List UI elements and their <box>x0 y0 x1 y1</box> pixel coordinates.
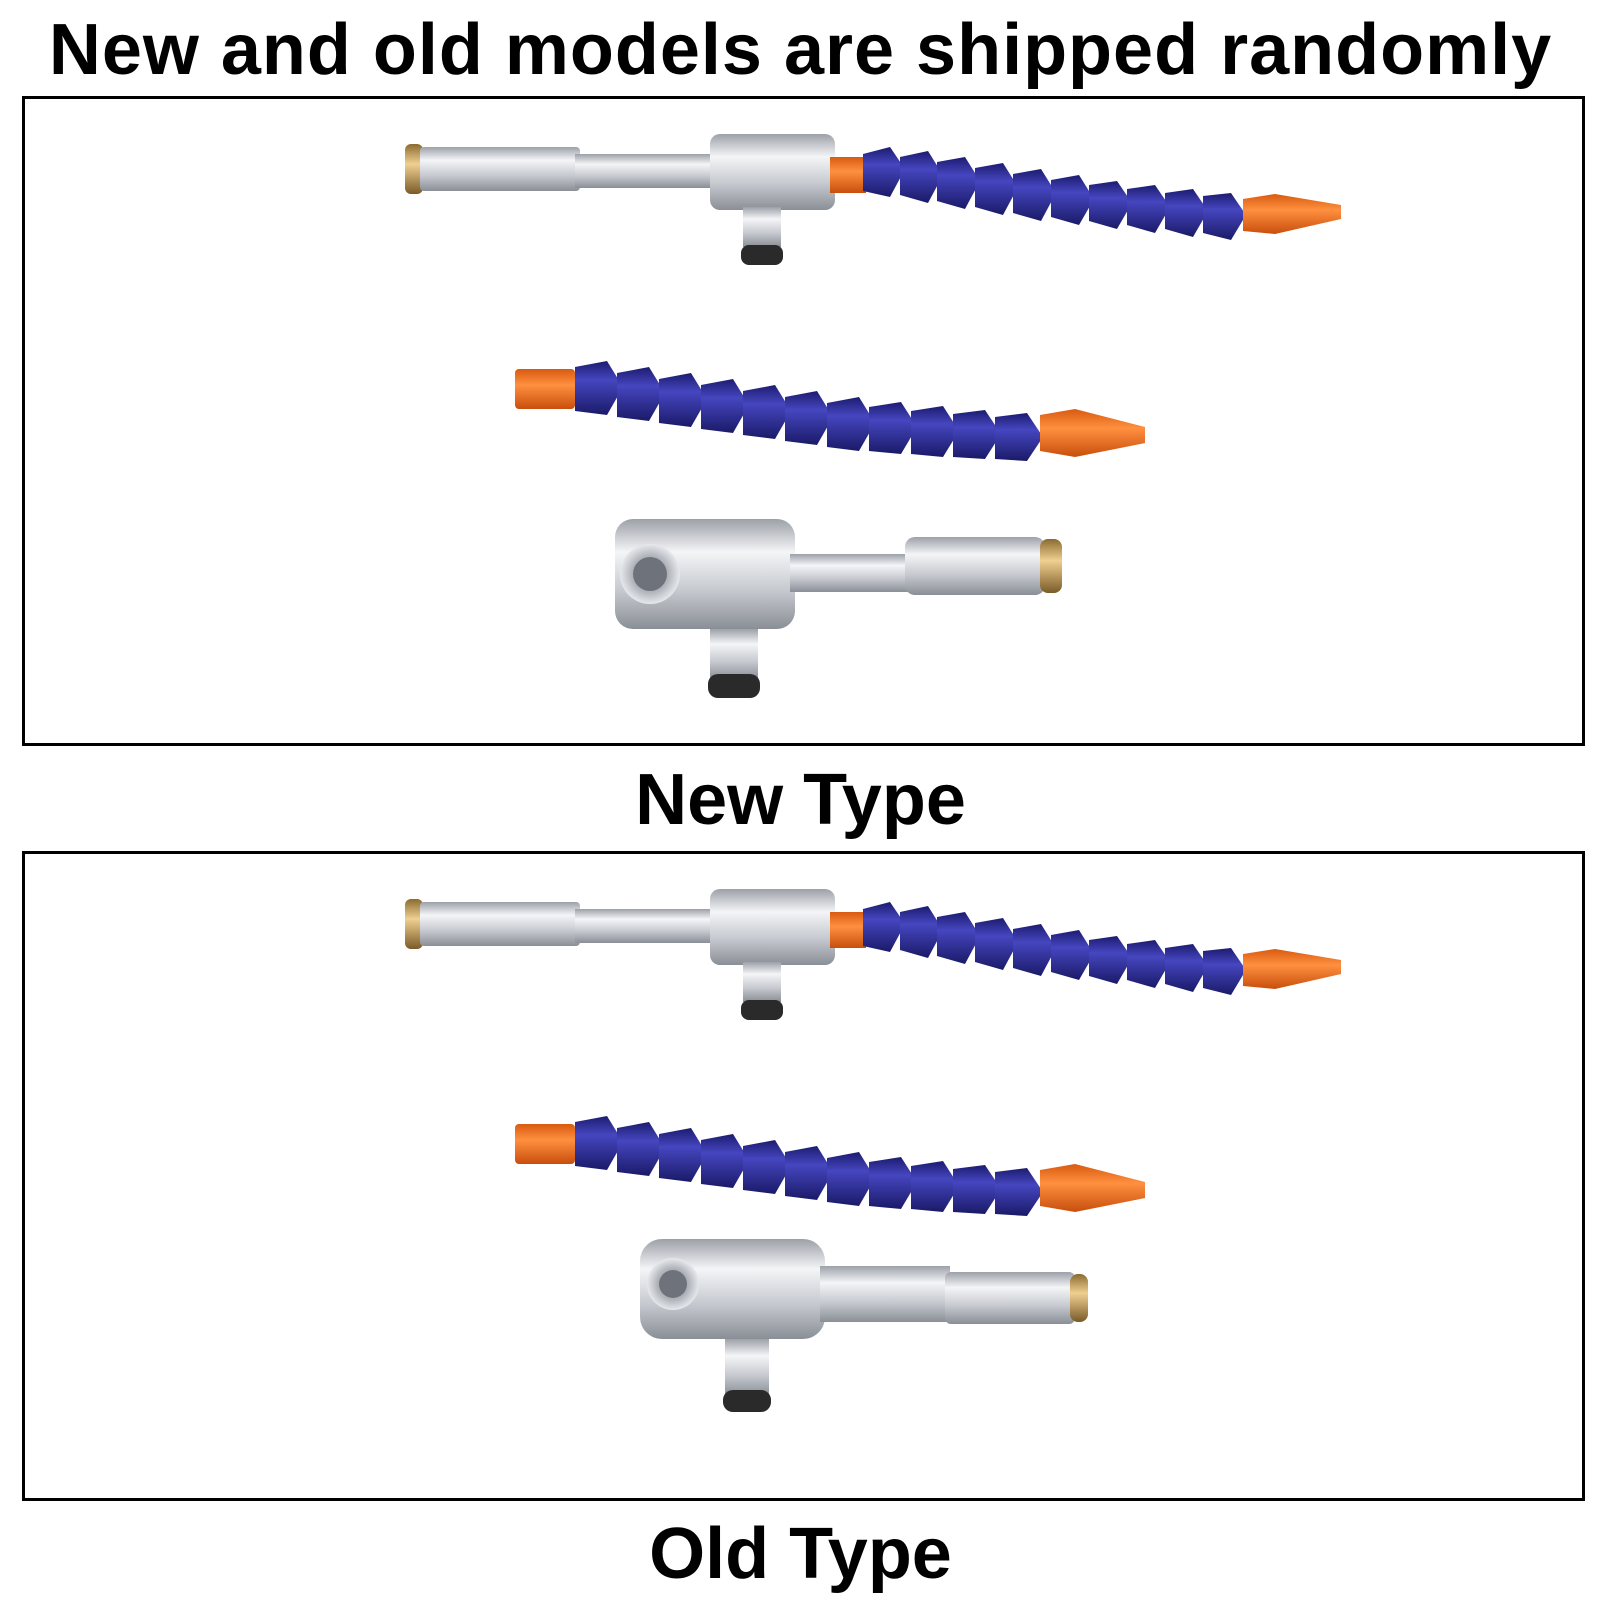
spray-pipe-with-hose-icon <box>405 134 1341 265</box>
spray-pipe-with-hose-icon <box>405 889 1341 1020</box>
product-panel-new <box>22 96 1585 746</box>
flexible-coolant-hose-icon <box>515 1116 1145 1216</box>
caption-old-type: Old Type <box>649 1514 952 1594</box>
caption-new-type: New Type <box>635 760 966 840</box>
product-photo-new <box>405 134 1341 698</box>
flexible-coolant-hose-icon <box>515 361 1145 461</box>
product-panel-old <box>22 851 1585 1501</box>
page-title: New and old models are shipped randomly <box>48 10 1553 90</box>
product-photo-old <box>405 889 1341 1412</box>
vortex-tube-body-icon <box>640 1239 1088 1412</box>
vortex-tube-body-icon <box>615 519 1062 698</box>
